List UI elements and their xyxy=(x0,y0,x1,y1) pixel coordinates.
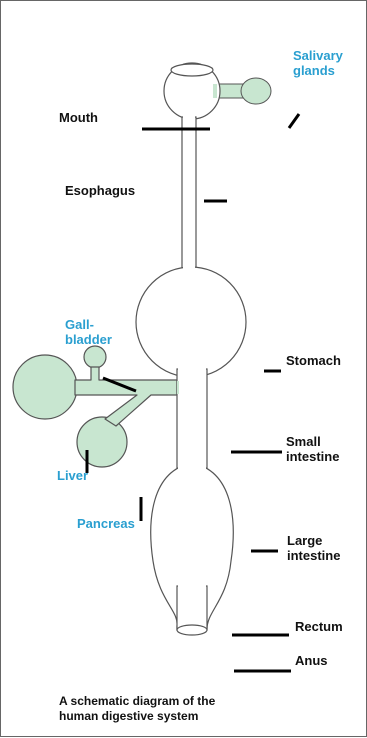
large-intestine-join xyxy=(178,459,206,469)
label-stomach: Stomach xyxy=(286,353,341,368)
label-salivary-glands: Salivary glands xyxy=(293,48,343,78)
salivary-gland xyxy=(241,78,271,104)
stomach-organ xyxy=(136,267,246,377)
caption-line-1: A schematic diagram of the xyxy=(59,694,339,709)
leader-line-salivary xyxy=(289,114,299,128)
liver-lobe-left xyxy=(13,355,77,419)
small-intestine-tube xyxy=(177,369,207,471)
label-gallbladder: Gall- bladder xyxy=(65,317,112,347)
label-small-intestine: Small intestine xyxy=(286,434,339,464)
anus-opening xyxy=(177,625,207,635)
mouth-opening xyxy=(171,64,213,76)
label-mouth: Mouth xyxy=(59,110,98,125)
small-intestine-inner xyxy=(178,361,206,377)
label-rectum: Rectum xyxy=(295,619,343,634)
bile-duct-network xyxy=(75,367,177,426)
rectum-inner xyxy=(178,576,206,596)
diagram-caption: A schematic diagram of the human digesti… xyxy=(59,694,339,724)
gallbladder-organ xyxy=(84,346,106,368)
label-pancreas: Pancreas xyxy=(77,516,135,531)
label-liver: Liver xyxy=(57,468,88,483)
label-large-intestine: Large intestine xyxy=(287,533,340,563)
caption-line-2: human digestive system xyxy=(59,709,339,724)
duodenum-inlet xyxy=(177,381,179,394)
pancreas-lobe xyxy=(77,417,127,467)
label-esophagus: Esophagus xyxy=(65,183,135,198)
stomach-neck-top xyxy=(183,259,195,271)
label-anus: Anus xyxy=(295,653,328,668)
mouth-gland-junction xyxy=(213,84,217,98)
